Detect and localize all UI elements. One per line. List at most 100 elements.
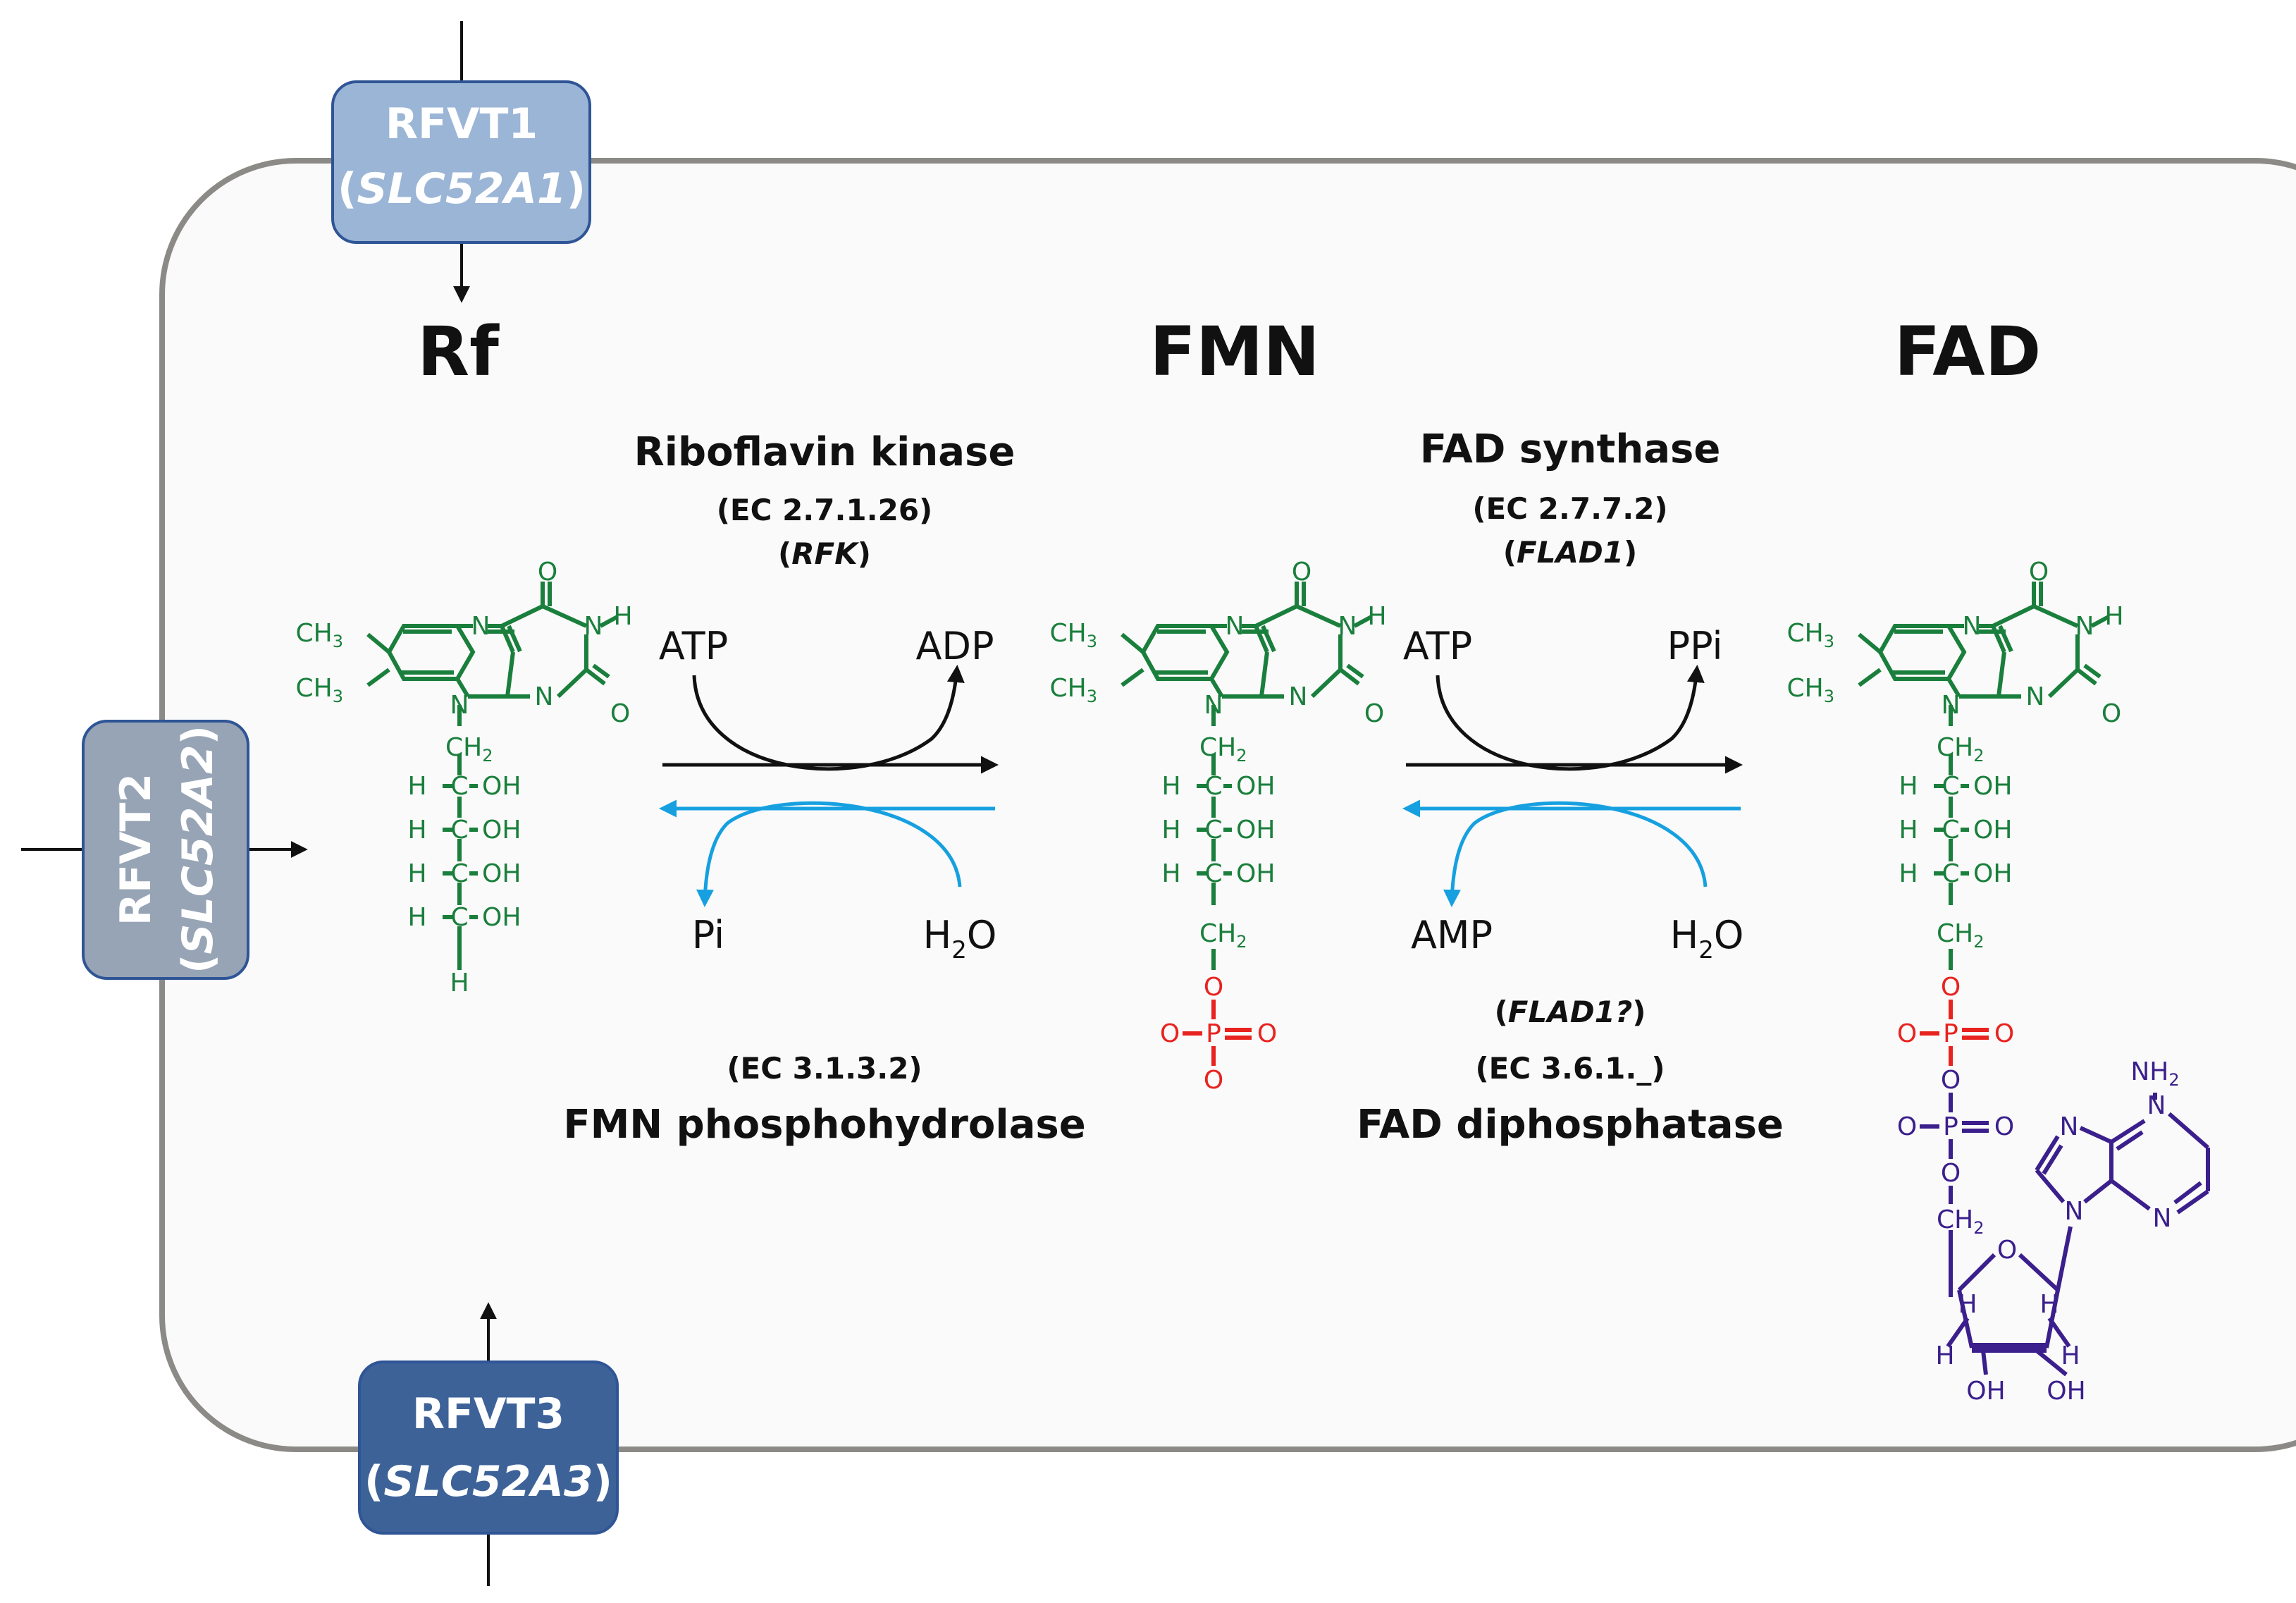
svg-text:CH3: CH3 bbox=[1787, 619, 1835, 651]
rfk-reaction: ATP ADP bbox=[659, 624, 999, 774]
svg-text:N: N bbox=[471, 612, 490, 641]
svg-text:OH: OH bbox=[1236, 772, 1275, 801]
fad-dp-ec-number: (EC 3.6.1._) bbox=[1475, 1051, 1665, 1086]
svg-text:OH: OH bbox=[1973, 772, 2012, 801]
svg-text:H: H bbox=[2061, 1341, 2080, 1370]
fads-substrate: ATP bbox=[1403, 624, 1472, 668]
svg-text:O: O bbox=[1204, 973, 1223, 1002]
fads-cofactor-curve bbox=[1436, 665, 1705, 771]
rfk-enzyme-name: Riboflavin kinase bbox=[634, 429, 1016, 475]
svg-text:H: H bbox=[407, 903, 426, 932]
svg-text:CH2: CH2 bbox=[1937, 1205, 1985, 1238]
rfvt1-gene: SLC52A1 bbox=[357, 164, 566, 214]
rfvt1-name: RFVT1 bbox=[385, 99, 538, 149]
svg-text:N: N bbox=[535, 682, 554, 711]
fmn-ph-ec-number: (EC 3.1.3.2) bbox=[727, 1051, 922, 1086]
fad-label: FAD bbox=[1894, 312, 2042, 391]
svg-text:H: H bbox=[450, 969, 469, 997]
svg-text:N: N bbox=[2075, 612, 2094, 641]
rfk-product: ADP bbox=[915, 624, 994, 668]
svg-text:N: N bbox=[1289, 682, 1308, 711]
svg-text:C: C bbox=[1204, 816, 1222, 845]
svg-text:O: O bbox=[538, 558, 557, 586]
svg-text:O: O bbox=[1204, 1066, 1223, 1095]
svg-text:H: H bbox=[1899, 816, 1918, 845]
svg-text:N: N bbox=[1963, 612, 1982, 641]
svg-text:N: N bbox=[1204, 691, 1223, 720]
svg-text:O: O bbox=[610, 699, 630, 728]
rfk-cofactor-curve bbox=[692, 665, 965, 771]
svg-text:CH2: CH2 bbox=[1199, 919, 1247, 952]
rfvt2-transporter: RFVT2 (SLC52A2) bbox=[21, 720, 308, 980]
rfvt2-name: RFVT2 bbox=[111, 773, 161, 926]
svg-text:O: O bbox=[1160, 1019, 1180, 1048]
svg-text:OH: OH bbox=[1973, 816, 2012, 845]
svg-text:P: P bbox=[1943, 1112, 1958, 1141]
fmn-ph-product: Pi bbox=[692, 913, 724, 957]
svg-text:N: N bbox=[584, 612, 603, 641]
svg-text:O: O bbox=[1994, 1112, 2014, 1141]
svg-text:H: H bbox=[407, 772, 426, 801]
fad-dp-cofactor-curve bbox=[1443, 801, 1708, 907]
svg-text:N: N bbox=[2026, 682, 2045, 711]
svg-text:CH2: CH2 bbox=[1937, 733, 1985, 766]
rfvt1-transporter: RFVT1 (SLC52A1) bbox=[331, 21, 591, 303]
svg-text:O: O bbox=[1364, 699, 1384, 728]
svg-text:C: C bbox=[450, 772, 468, 801]
svg-text:OH: OH bbox=[482, 816, 521, 845]
svg-text:H2O: H2O bbox=[1670, 913, 1744, 964]
svg-text:H: H bbox=[2104, 602, 2123, 631]
svg-text:OH: OH bbox=[1236, 859, 1275, 888]
svg-text:H: H bbox=[1899, 859, 1918, 888]
svg-text:(FLAD1): (FLAD1) bbox=[1503, 535, 1637, 570]
rfvt3-name: RFVT3 bbox=[412, 1389, 564, 1439]
svg-text:H: H bbox=[1935, 1341, 1954, 1370]
svg-text:OH: OH bbox=[1236, 816, 1275, 845]
rfvt2-box bbox=[82, 720, 249, 980]
svg-text:N: N bbox=[1226, 612, 1245, 641]
svg-text:C: C bbox=[450, 816, 468, 845]
svg-text:O: O bbox=[1997, 1236, 2017, 1265]
svg-text:O: O bbox=[1941, 973, 1961, 1002]
svg-text:OH: OH bbox=[2047, 1377, 2085, 1406]
svg-text:CH2: CH2 bbox=[1937, 919, 1985, 952]
fads-enzyme-name: FAD synthase bbox=[1420, 426, 1721, 472]
svg-text:NH2: NH2 bbox=[2130, 1057, 2179, 1090]
rfvt1-box bbox=[331, 80, 591, 244]
svg-text:OH: OH bbox=[1966, 1377, 2005, 1406]
svg-text:H: H bbox=[407, 816, 426, 845]
riboflavin-structure: N O N H N O N CH3 CH3 CH2 H C OH H C OH … bbox=[296, 558, 633, 997]
svg-text:OH: OH bbox=[482, 859, 521, 888]
svg-text:H2O: H2O bbox=[923, 913, 997, 964]
svg-text:(SLC52A1): (SLC52A1) bbox=[338, 164, 586, 214]
svg-text:OH: OH bbox=[482, 772, 521, 801]
svg-text:O: O bbox=[1897, 1112, 1917, 1141]
fad-dp-gene: FLAD1? bbox=[1508, 995, 1632, 1029]
svg-text:C: C bbox=[450, 859, 468, 888]
svg-text:O: O bbox=[1257, 1019, 1277, 1048]
svg-text:O: O bbox=[1941, 1066, 1961, 1095]
fmn-ph-enzyme-name: FMN phosphohydrolase bbox=[563, 1102, 1085, 1148]
rfvt3-gene: SLC52A3 bbox=[383, 1457, 593, 1506]
svg-text:(FLAD1?): (FLAD1?) bbox=[1495, 995, 1646, 1029]
fad-dp-enzyme-name: FAD diphosphatase bbox=[1357, 1102, 1784, 1148]
svg-text:H: H bbox=[1161, 859, 1180, 888]
rfvt3-transporter: RFVT3 (SLC52A3) bbox=[358, 1302, 619, 1586]
svg-text:(SLC52A3): (SLC52A3) bbox=[364, 1457, 612, 1506]
fad-dp-substrate: H bbox=[1670, 913, 1699, 957]
svg-text:CH2: CH2 bbox=[1199, 733, 1247, 766]
svg-text:C: C bbox=[1942, 859, 1959, 888]
svg-text:OH: OH bbox=[1973, 859, 2012, 888]
svg-text:H: H bbox=[1161, 772, 1180, 801]
svg-text:(RFK): (RFK) bbox=[778, 536, 871, 571]
svg-text:OH: OH bbox=[482, 903, 521, 932]
svg-text:CH3: CH3 bbox=[1050, 619, 1098, 651]
svg-text:H: H bbox=[613, 602, 632, 631]
fmn-label: FMN bbox=[1149, 312, 1319, 391]
svg-text:CH3: CH3 bbox=[1787, 674, 1835, 706]
svg-text:CH3: CH3 bbox=[296, 619, 344, 651]
fad-diphosphatase-reaction: AMP H2O (FLAD1?) (EC 3.6.1._) FAD diphos… bbox=[1357, 799, 1784, 1148]
svg-text:O: O bbox=[1897, 1019, 1917, 1048]
svg-text:O: O bbox=[2101, 699, 2121, 728]
